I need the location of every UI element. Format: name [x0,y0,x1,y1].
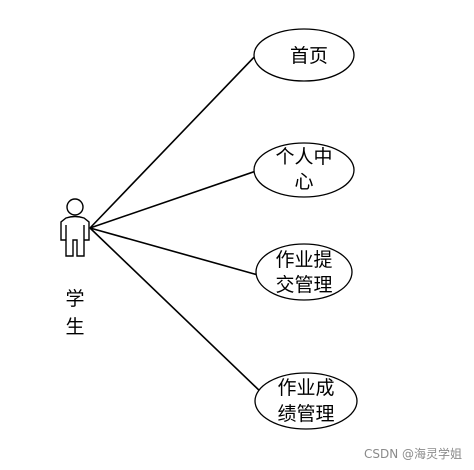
use-case-personal-center-label-line-2: 心 [294,171,313,193]
use-case-grade-management-ellipse [254,372,358,430]
use-case-home-ellipse [253,28,355,82]
use-case-grade-management: 作业成 绩管理 [254,372,358,430]
student-actor: 学 生 [60,198,90,338]
use-case-grade-management-label-line-1: 作业成 [277,377,334,399]
use-case-grade-management-label-line-2: 绩管理 [277,403,334,425]
actor-body [60,215,90,257]
actor-head [66,198,84,216]
use-case-homework-submission-label-line-1: 作业提 [275,249,332,271]
use-case-personal-center: 个人中 心 [253,142,355,198]
association-line-home [89,51,260,229]
association-line-grade-management [89,227,265,396]
use-case-personal-center-label-line-1: 个人中 [275,146,332,168]
actor-label-line-1: 学 [65,288,84,310]
use-case-homework-submission-ellipse [255,243,353,301]
association-line-personal-center [89,169,260,229]
use-case-homework-submission-label-line-2: 交管理 [275,274,332,296]
use-case-homework-submission: 作业提 交管理 [255,243,353,301]
watermark: CSDN @海灵学姐 [363,447,462,461]
association-line-homework-submission [89,227,259,276]
associations [89,51,265,396]
use-case-personal-center-ellipse [253,142,355,198]
use-case-home: 首页 [253,28,355,82]
use-case-home-label: 首页 [290,45,328,67]
actor-label-line-2: 生 [65,316,84,338]
